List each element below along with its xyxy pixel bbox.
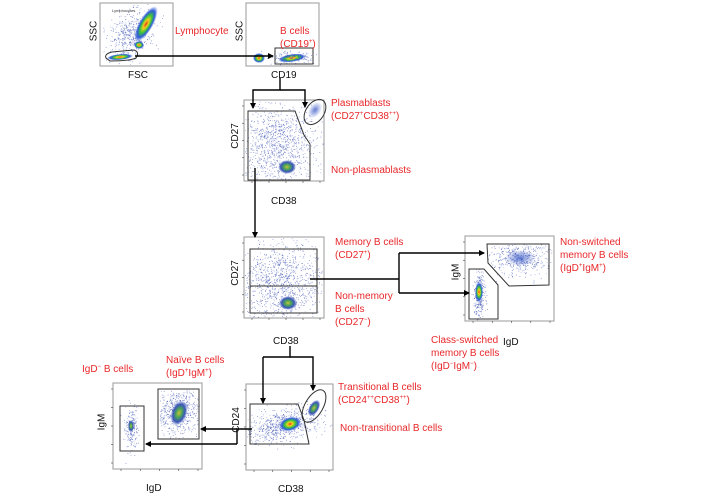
label-non-switched-line1: Non-switched bbox=[560, 237, 621, 248]
label-non-memory-marker: (CD27−) bbox=[335, 317, 371, 328]
label-plasmablasts: Plasmablasts (CD27+CD38++) bbox=[331, 97, 399, 123]
density-naive bbox=[170, 400, 188, 426]
gate-non-transitional bbox=[249, 403, 310, 445]
density-cd19-neg bbox=[253, 53, 265, 63]
axis-igd-naive: IgD bbox=[146, 483, 162, 494]
density-nonswitched bbox=[505, 250, 535, 266]
label-igd-negative: IgD− B cells bbox=[82, 364, 134, 375]
axis-cd38-2: CD38 bbox=[273, 336, 299, 347]
label-b-cells: B cells (CD19+) bbox=[280, 25, 316, 51]
density-lymphocytes bbox=[107, 53, 133, 61]
density-classswitched bbox=[475, 282, 483, 302]
label-lymphocyte: Lymphocyte bbox=[175, 26, 229, 37]
gate-transitional bbox=[301, 389, 327, 423]
label-non-memory-b: Non-memory B cells (CD27−) bbox=[335, 290, 393, 329]
gate-non-switched bbox=[486, 243, 550, 287]
label-naive: Naïve B cells (IgD+IgM+) bbox=[166, 354, 224, 380]
gate-memory-total bbox=[249, 248, 318, 314]
density-transitional bbox=[307, 399, 321, 417]
label-b-cells-name: B cells bbox=[280, 26, 310, 37]
density-plasmablast bbox=[307, 101, 323, 119]
label-transitional-name: Transitional B cells bbox=[338, 382, 422, 393]
axis-ticks bbox=[111, 105, 551, 472]
label-transitional: Transitional B cells (CD24++CD38++) bbox=[338, 381, 422, 407]
label-class-switched-line2: memory B cells bbox=[431, 348, 500, 359]
label-non-memory-line1: Non-memory bbox=[335, 291, 393, 302]
gate-igd-negative bbox=[119, 405, 145, 452]
label-class-switched-line1: Class-switched bbox=[431, 335, 499, 346]
density-cd38-cd27-b bbox=[279, 296, 297, 310]
label-non-memory-line2: B cells bbox=[335, 304, 365, 315]
label-class-switched-marker: (IgD−IgM−) bbox=[431, 361, 477, 372]
axis-cd27-1: CD27 bbox=[229, 123, 241, 149]
axis-cd38-1: CD38 bbox=[271, 196, 297, 207]
plot-frame-igd-igm-memory bbox=[464, 235, 555, 322]
density-granulocytes bbox=[134, 6, 158, 42]
gate-b-cells bbox=[274, 47, 314, 65]
label-naive-name: Naïve B cells bbox=[166, 355, 225, 366]
label-memory-b-marker: (CD27+) bbox=[335, 250, 371, 261]
lymphocytes-gate-text: Lymphocytes bbox=[112, 8, 135, 13]
label-naive-marker: (IgD+IgM+) bbox=[166, 368, 212, 379]
label-memory-b: Memory B cells (CD27+) bbox=[335, 236, 403, 262]
label-plasmablasts-name: Plasmablasts bbox=[331, 98, 391, 109]
axis-ssc-2: SSC bbox=[234, 20, 246, 42]
density-cd38-cd27-a bbox=[278, 160, 296, 174]
label-non-switched-line2: memory B cells bbox=[560, 250, 629, 261]
cloud-cd38-cd27-a bbox=[245, 101, 324, 181]
label-plasmablasts-marker: (CD27+CD38++) bbox=[331, 111, 400, 122]
cloud-cd38-cd27-b bbox=[245, 238, 323, 318]
arrow-bcells-split bbox=[250, 78, 281, 109]
density-igd-neg bbox=[128, 420, 134, 432]
axis-fsc: FSC bbox=[128, 70, 148, 81]
label-non-switched: Non-switched memory B cells (IgD+IgM+) bbox=[560, 236, 628, 275]
axis-cd24: CD24 bbox=[230, 407, 242, 433]
gate-non-plasmablasts bbox=[247, 110, 311, 181]
arrow-to-transitional bbox=[290, 356, 316, 391]
density-cd24 bbox=[279, 416, 301, 432]
label-non-plasmablasts: Non-plasmablasts bbox=[331, 165, 412, 176]
gate-class-switched bbox=[468, 268, 499, 320]
label-memory-b-name: Memory B cells bbox=[335, 237, 404, 248]
cloud-cd19 bbox=[261, 50, 317, 66]
axis-cd38-3: CD38 bbox=[278, 484, 304, 495]
density-monocytes bbox=[134, 41, 144, 49]
label-b-cells-marker: (CD19+) bbox=[280, 39, 316, 50]
axis-igm-memory: IgM bbox=[450, 263, 462, 281]
axis-ssc-1: SSC bbox=[88, 20, 100, 42]
label-transitional-marker: (CD24++CD38++) bbox=[338, 395, 410, 406]
label-non-switched-marker: (IgD+IgM+) bbox=[560, 263, 606, 274]
axis-igd-memory: IgD bbox=[503, 337, 519, 348]
label-non-transitional: Non-transitional B cells bbox=[340, 423, 443, 434]
axis-cd27-2: CD27 bbox=[229, 260, 241, 286]
axis-igm-naive: IgM bbox=[96, 413, 108, 431]
arrow-bcells-split-b bbox=[280, 89, 308, 108]
gate-naive bbox=[157, 388, 200, 440]
axis-cd19: CD19 bbox=[271, 70, 297, 81]
gate-lymphocyte bbox=[105, 49, 139, 62]
label-class-switched: Class-switched memory B cells (IgD−IgM−) bbox=[431, 334, 499, 373]
